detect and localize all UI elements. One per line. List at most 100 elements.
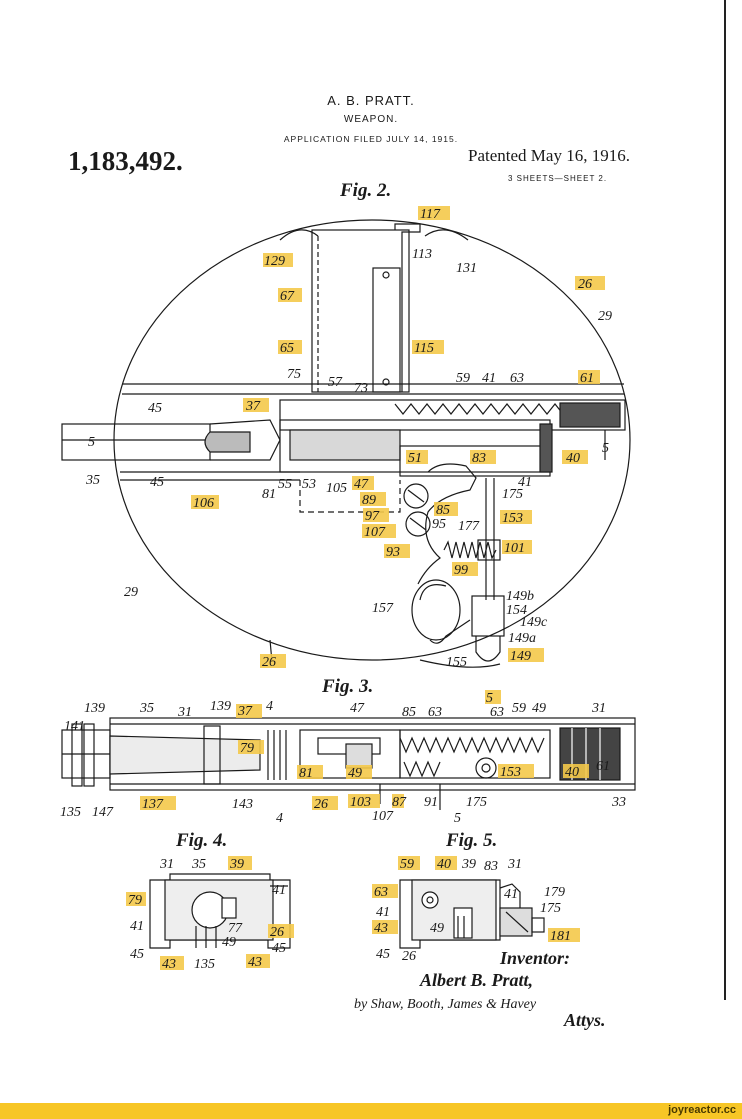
footer-bar <box>0 1103 742 1119</box>
fig2-label-157: 157 <box>372 601 394 616</box>
label-highlights <box>126 206 605 970</box>
fig3-label-139-right: 139 <box>210 699 231 714</box>
fig3-label-61: 61 <box>596 759 610 774</box>
fig2-label-75: 75 <box>287 367 301 382</box>
fig2-label-149a: 149a <box>508 631 536 646</box>
fig5-title: Fig. 5. <box>445 830 497 851</box>
fig3-label-107: 107 <box>372 809 394 824</box>
fig2-label-59: 59 <box>456 371 470 386</box>
fig3-label-47: 47 <box>350 701 365 716</box>
fig2-label-81: 81 <box>262 487 276 502</box>
fig4-label-79: 79 <box>128 893 142 908</box>
attys-label: Attys. <box>563 1010 606 1030</box>
fig2-label-57: 57 <box>328 375 343 390</box>
sheet-edge-line <box>724 0 726 1000</box>
fig3-label-81: 81 <box>299 766 313 781</box>
fig5-drawing <box>399 879 545 949</box>
fig3-label-153: 153 <box>500 765 521 780</box>
fig2-label-29-lower: 29 <box>124 585 138 600</box>
fig2-label-5-right: 5 <box>602 441 609 456</box>
fig2-label-95: 95 <box>432 517 446 532</box>
fig5-label-41-left: 41 <box>376 905 390 920</box>
fig2-label-73: 73 <box>354 381 368 396</box>
fig4-label-26: 26 <box>270 925 284 940</box>
fig3-label-175: 175 <box>466 795 487 810</box>
fig2-label-115: 115 <box>414 341 434 356</box>
fig2-label-53: 53 <box>302 477 316 492</box>
fig3-label-40: 40 <box>565 765 579 780</box>
fig2-label-149c: 149c <box>520 615 548 630</box>
fig2-label-5-left: 5 <box>88 435 95 450</box>
signature-block: Inventor: Albert B. Pratt, by Shaw, Boot… <box>354 948 606 1030</box>
fig2-label-26: 26 <box>578 277 592 292</box>
fig4-drawing <box>149 873 291 949</box>
fig2-label-37: 37 <box>245 399 261 414</box>
fig2-label-107: 107 <box>364 525 386 540</box>
fig2-label-129: 129 <box>264 254 285 269</box>
fig2-label-101: 101 <box>504 541 525 556</box>
fig3-label-31: 31 <box>177 705 192 720</box>
fig2-label-105: 105 <box>326 481 347 496</box>
fig3-labels: Fig. 3. 139 35 31 139 37 4 47 85 63 5 63… <box>60 676 626 826</box>
fig4-title: Fig. 4. <box>175 830 227 851</box>
fig2-label-153: 153 <box>502 511 523 526</box>
inventor-signature-name: Albert B. Pratt, <box>419 970 533 990</box>
fig2-label-26-lower: 26 <box>262 655 276 670</box>
fig2-label-67: 67 <box>280 289 295 304</box>
fig2-label-149b: 149b <box>506 589 534 604</box>
fig2-label-45-bottom: 45 <box>150 475 164 490</box>
fig3-label-26: 26 <box>314 797 328 812</box>
fig5-labels: Fig. 5. 59 40 39 83 31 63 41 179 41 175 … <box>374 830 571 964</box>
fig3-label-147: 147 <box>92 805 114 820</box>
fig4-label-45-right: 45 <box>272 941 286 956</box>
fig5-label-49: 49 <box>430 921 444 936</box>
attorneys-signature: by Shaw, Booth, James & Havey <box>354 997 537 1012</box>
fig4-label-135: 135 <box>194 957 215 972</box>
watermark[interactable]: joyreactor.cc <box>668 1104 736 1116</box>
fig2-labels: Fig. 2. 117 129 113 131 26 29 67 65 115 … <box>85 180 612 670</box>
fig3-label-33: 33 <box>611 795 626 810</box>
fig2-label-175: 175 <box>502 487 523 502</box>
fig2-label-41-lower: 41 <box>518 475 532 490</box>
fig3-label-63-b: 63 <box>490 705 504 720</box>
fig5-label-181: 181 <box>550 929 571 944</box>
patent-number: 1,183,492. <box>68 146 183 176</box>
fig3-label-85: 85 <box>402 705 416 720</box>
fig4-labels: Fig. 4. 31 35 39 79 41 41 77 49 26 45 45… <box>128 830 286 972</box>
fig2-label-106: 106 <box>193 496 214 511</box>
fig4-label-31: 31 <box>159 857 174 872</box>
fig4-label-45-left: 45 <box>130 947 144 962</box>
fig2-label-149: 149 <box>510 649 531 664</box>
fig2-drawing <box>61 219 631 668</box>
fig3-label-35: 35 <box>139 701 154 716</box>
fig2-label-89: 89 <box>362 493 376 508</box>
fig2-label-63: 63 <box>510 371 524 386</box>
fig2-label-93: 93 <box>386 545 400 560</box>
fig3-title: Fig. 3. <box>321 676 373 697</box>
fig2-label-65: 65 <box>280 341 294 356</box>
fig2-label-40: 40 <box>566 451 580 466</box>
fig5-label-175: 175 <box>540 901 561 916</box>
fig5-label-31: 31 <box>507 857 522 872</box>
fig3-label-143: 143 <box>232 797 253 812</box>
fig2-label-155: 155 <box>446 655 467 670</box>
fig2-label-99: 99 <box>454 563 468 578</box>
fig5-label-26: 26 <box>402 949 416 964</box>
fig3-label-5-top: 5 <box>486 691 493 706</box>
fig3-label-63: 63 <box>428 705 442 720</box>
fig4-label-41-left: 41 <box>130 919 144 934</box>
fig3-label-87: 87 <box>392 795 407 810</box>
fig3-label-49-top: 49 <box>532 701 546 716</box>
fig2-label-47: 47 <box>354 477 369 492</box>
fig4-label-41-right: 41 <box>272 883 286 898</box>
fig2-label-154: 154 <box>506 603 527 618</box>
fig2-label-117: 117 <box>420 207 441 222</box>
inventor-label: Inventor: <box>499 948 570 968</box>
fig2-label-35: 35 <box>85 473 100 488</box>
fig3-label-37: 37 <box>237 704 253 719</box>
fig3-label-5-bottom: 5 <box>454 811 461 826</box>
fig4-label-35: 35 <box>191 857 206 872</box>
fig5-label-179: 179 <box>544 885 565 900</box>
